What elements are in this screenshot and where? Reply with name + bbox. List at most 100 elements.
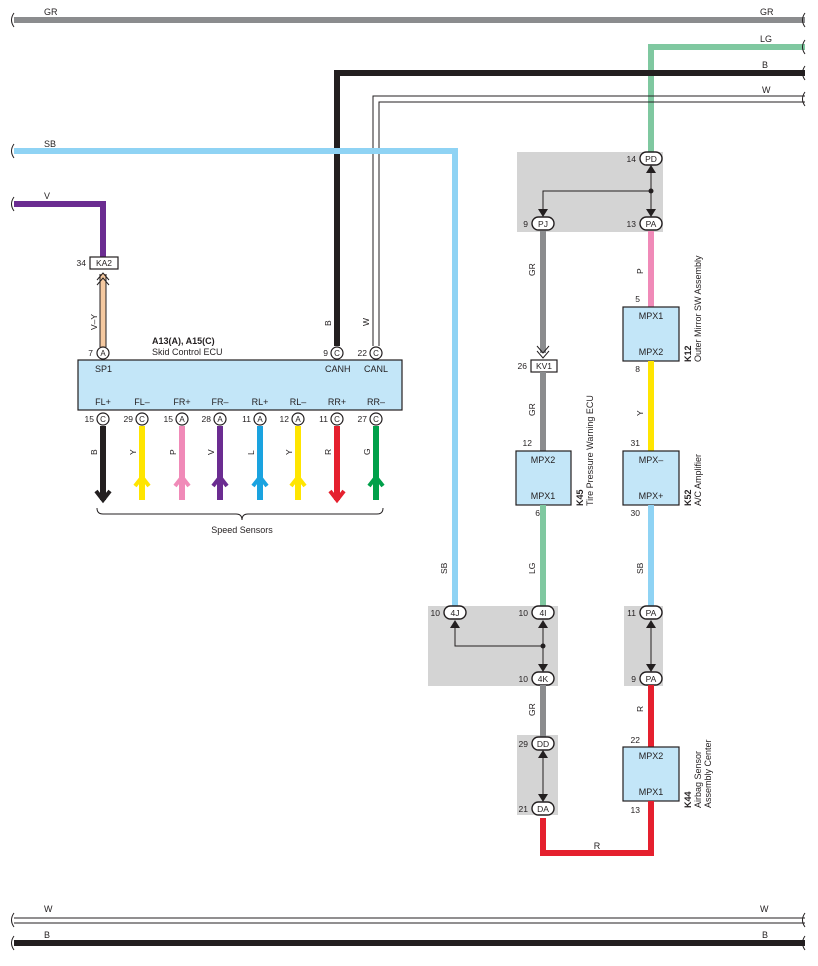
- wire-label: GR: [527, 703, 537, 716]
- label-b: B: [762, 930, 768, 940]
- arrow-down-icon: [538, 664, 548, 672]
- ecu-pin-label: FL–: [134, 397, 150, 407]
- pin-number: 6: [535, 508, 540, 518]
- connector-da: [531, 801, 555, 816]
- wire-label: L: [246, 450, 256, 455]
- wire-label: B: [89, 449, 99, 455]
- arrow-down-icon: [536, 345, 550, 354]
- module-code: K12: [683, 345, 693, 362]
- arrow-up-icon: [367, 473, 385, 488]
- wire-label: W: [361, 318, 371, 326]
- pin-number: 34: [77, 258, 87, 268]
- wire-label: Y: [284, 449, 294, 455]
- wire-w-canl-outer: [372, 95, 805, 346]
- label-b: B: [762, 60, 768, 70]
- speed-sensors-label: Speed Sensors: [211, 525, 273, 535]
- ecu-pin-label: CANL: [364, 364, 388, 374]
- break-symbol: [11, 143, 15, 159]
- wire-label: LG: [527, 563, 537, 574]
- pin-connector: [135, 412, 149, 426]
- ecu-pin-label: FR–: [211, 397, 228, 407]
- wire-b-canh: [334, 70, 805, 346]
- wire-label: G: [362, 448, 372, 455]
- pin-number: 22: [631, 735, 641, 745]
- connector-label: 4I: [539, 608, 546, 618]
- break-symbol: [11, 935, 15, 951]
- tire-pressure-warning-ecu: [515, 450, 572, 506]
- skid-control-ecu: [77, 359, 403, 411]
- connector-label: PA: [646, 219, 657, 229]
- pin-connector: [213, 412, 227, 426]
- pin-connector: [369, 412, 383, 426]
- ecu-code: A13(A), A15(C): [152, 336, 215, 346]
- ecu-pin-label: FR+: [173, 397, 190, 407]
- label-sb: SB: [44, 139, 56, 149]
- connector-label: DA: [537, 804, 549, 814]
- module-pin-label: MPX2: [531, 455, 556, 465]
- wire-label: Y: [635, 410, 645, 416]
- pin-number: 11: [627, 608, 636, 618]
- ecu-pin-label: RR+: [328, 397, 346, 407]
- connector-dd: [531, 736, 555, 751]
- connector-ka2: [89, 256, 119, 270]
- arrow-up-icon: [211, 473, 229, 488]
- wire-label: GR: [527, 403, 537, 416]
- pin-conn-letter: A: [100, 349, 106, 358]
- airbag-sensor-assembly-center: [622, 746, 680, 802]
- wire-r-loop: [540, 801, 654, 856]
- pin-number: 29: [519, 739, 529, 749]
- speed-sensor-outputs: FL+C15BFL–C29YFR+A15PFR–A28VRL+A11LRL–A1…: [85, 397, 385, 504]
- pin-conn-letter: C: [334, 415, 340, 424]
- arrow-down-icon: [646, 664, 656, 672]
- pin-number: 5: [635, 294, 640, 304]
- break-symbol: [802, 912, 806, 928]
- module-pin-label: MPX2: [639, 751, 664, 761]
- pin-connector: [330, 412, 344, 426]
- ecu-name: Skid Control ECU: [152, 347, 223, 357]
- connector-label: PA: [646, 608, 657, 618]
- wire-label: GR: [527, 263, 537, 276]
- label-b: B: [44, 930, 50, 940]
- pin-connector: [253, 412, 267, 426]
- pin-number: 15: [164, 414, 174, 424]
- wire-w-canl-inner: [378, 101, 805, 346]
- connector-pj: [531, 216, 555, 231]
- outer-mirror-sw-assembly: [622, 306, 680, 362]
- pin-number: 12: [280, 414, 290, 424]
- arrow-up-icon: [96, 272, 110, 281]
- pin-number: 7: [88, 348, 93, 358]
- pin-number: 9: [323, 348, 328, 358]
- pin-conn-letter: A: [217, 415, 223, 424]
- connector-label: PA: [646, 674, 657, 684]
- arrow-up-icon: [646, 620, 656, 628]
- junction-dot: [648, 188, 654, 194]
- arrow-down-icon: [646, 209, 656, 217]
- break-symbol: [802, 12, 806, 28]
- module-pin-label: MPX+: [639, 491, 664, 501]
- pin-number: 10: [431, 608, 441, 618]
- break-symbol: [802, 91, 806, 107]
- pin-connector: [330, 346, 344, 360]
- wire-label: V–Y: [89, 314, 99, 330]
- arrow-down-icon: [538, 209, 548, 217]
- pin-number: 10: [519, 608, 529, 618]
- wire-lg: [648, 44, 805, 157]
- junction-line: [542, 190, 651, 217]
- arrow-up-icon: [646, 165, 656, 173]
- ecu-pin-label: RL–: [290, 397, 307, 407]
- break-symbol: [802, 65, 806, 81]
- pin-number: 21: [519, 804, 529, 814]
- connector-4i: [531, 605, 555, 620]
- connector-4j: [443, 605, 467, 620]
- connector-label: PD: [645, 154, 657, 164]
- wire-label: B: [323, 320, 333, 326]
- connector-label: 4J: [451, 608, 460, 618]
- connector-label: KA2: [96, 258, 112, 268]
- arrow-up-icon: [450, 620, 460, 628]
- module-name: Airbag Sensor: [693, 751, 703, 808]
- wire-label: P: [635, 268, 645, 274]
- module-code: K44: [683, 791, 693, 808]
- wire-label: SB: [635, 562, 645, 574]
- ecu-pin-label: RR–: [367, 397, 385, 407]
